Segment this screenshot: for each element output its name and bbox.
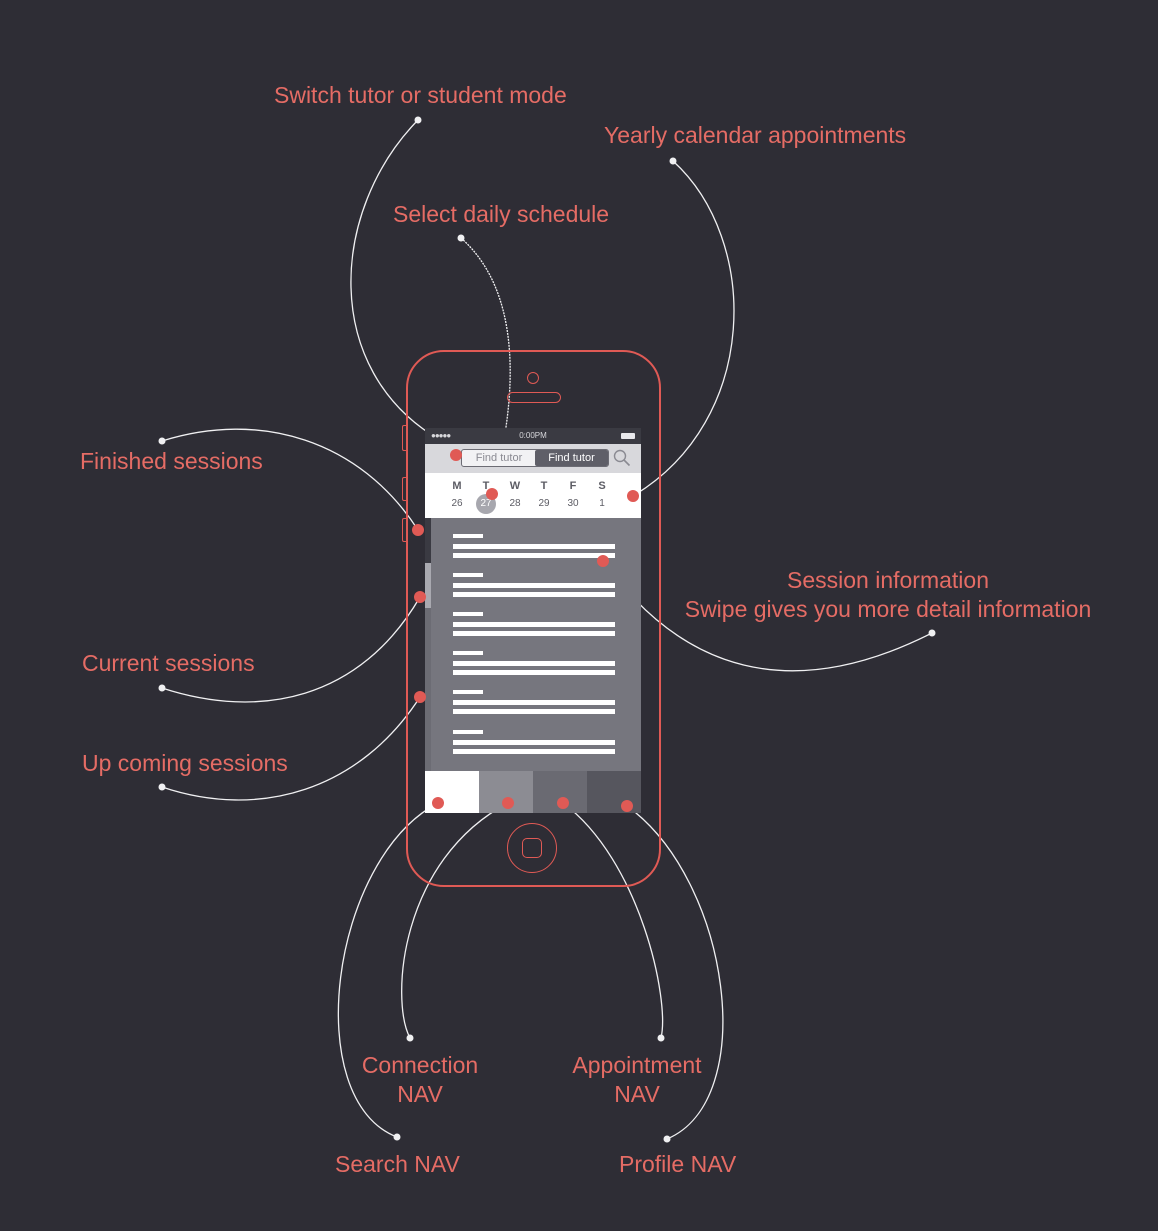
hotspot-daily-schedule: [486, 488, 498, 500]
status-bar: ●●●●● 0:00PM: [425, 428, 641, 444]
label-search-nav: Search NAV: [335, 1151, 460, 1177]
endpoint-session-info: [928, 629, 936, 637]
battery-icon: [621, 433, 635, 439]
home-button[interactable]: [507, 823, 557, 873]
label-connection-nav-line2: NAV: [397, 1081, 443, 1107]
day-date: 28: [509, 498, 521, 509]
connector-profile-nav: [626, 805, 724, 1140]
endpoint-finished: [158, 437, 166, 445]
session-card[interactable]: [453, 612, 615, 642]
connector-upcoming: [161, 696, 421, 801]
hotspot-upcoming: [414, 691, 426, 703]
session-card[interactable]: [453, 573, 615, 603]
hotspot-switch-mode: [450, 449, 462, 461]
label-connection-nav-line1: Connection: [361, 1052, 479, 1078]
label-appointment-nav: Appointment NAV: [572, 1051, 701, 1109]
endpoint-upcoming: [158, 783, 166, 791]
label-upcoming-sessions: Up coming sessions: [82, 750, 288, 776]
day-letter: M: [452, 480, 462, 492]
connector-connection-nav: [401, 802, 509, 1039]
finished-sessions-strip[interactable]: [425, 518, 431, 563]
day-date: 26: [451, 498, 463, 509]
camera-icon: [527, 372, 539, 384]
connector-search-nav: [337, 802, 439, 1138]
session-card[interactable]: [453, 730, 615, 760]
day-letter: T: [540, 480, 548, 492]
volume-down-button: [402, 518, 407, 542]
status-time: 0:00PM: [519, 431, 547, 440]
connector-daily-schedule: [460, 237, 511, 495]
connector-switch-mode: [350, 119, 457, 456]
hotspot-current: [414, 591, 426, 603]
connector-current: [161, 596, 421, 703]
hotspot-profile-nav: [621, 800, 633, 812]
endpoint-profile-nav: [663, 1135, 671, 1143]
day-date: 1: [599, 498, 605, 509]
connector-appointment-nav: [562, 802, 664, 1039]
mode-option-active[interactable]: Find tutor: [535, 450, 608, 466]
day-letter: F: [569, 480, 577, 492]
endpoint-connection-nav: [406, 1034, 414, 1042]
label-yearly-calendar: Yearly calendar appointments: [604, 122, 907, 148]
volume-up-button: [402, 477, 407, 501]
hotspot-finished: [412, 524, 424, 536]
label-appointment-nav-line2: NAV: [614, 1081, 660, 1107]
app-screen: ●●●●● 0:00PM Find tutor Find tutor M 26 …: [425, 428, 641, 813]
label-current-sessions: Current sessions: [82, 650, 255, 676]
session-card[interactable]: [453, 534, 615, 564]
day-date: 30: [567, 498, 579, 509]
label-finished-sessions: Finished sessions: [80, 448, 263, 474]
label-daily-schedule: Select daily schedule: [393, 201, 610, 227]
mode-toggle[interactable]: Find tutor Find tutor: [461, 449, 609, 467]
endpoint-yearly-calendar: [669, 157, 677, 165]
endpoint-switch-mode: [414, 116, 422, 124]
day-letter: S: [598, 480, 606, 492]
search-icon[interactable]: [613, 449, 631, 467]
mute-switch: [402, 425, 407, 451]
week-calendar: M 26 T 27 W 28 T 29 F 30 S 1: [425, 473, 641, 518]
label-profile-nav: Profile NAV: [619, 1151, 737, 1177]
day-letter: W: [509, 480, 521, 492]
app-header: Find tutor Find tutor: [425, 444, 641, 473]
hotspot-yearly-calendar: [627, 490, 639, 502]
day-letter: T: [482, 480, 490, 492]
signal-icon: ●●●●●: [431, 431, 451, 440]
session-card[interactable]: [453, 651, 615, 681]
home-square-icon: [522, 838, 542, 858]
upcoming-sessions-strip[interactable]: [425, 608, 431, 771]
label-session-info: Session information Swipe gives you more…: [685, 566, 1092, 624]
endpoint-current: [158, 684, 166, 692]
label-connection-nav: Connection NAV: [362, 1051, 478, 1109]
phone-frame: [406, 350, 661, 887]
endpoint-daily-schedule: [457, 234, 465, 242]
mode-option-inactive[interactable]: Find tutor: [475, 452, 523, 464]
hotspot-appointment-nav: [557, 797, 569, 809]
label-switch-mode: Switch tutor or student mode: [274, 82, 567, 108]
hotspot-search-nav: [432, 797, 444, 809]
connector-finished: [161, 428, 419, 531]
current-sessions-strip[interactable]: [425, 563, 431, 608]
session-card[interactable]: [453, 690, 615, 720]
connector-yearly-calendar: [632, 160, 735, 497]
endpoint-search-nav: [393, 1133, 401, 1141]
endpoint-appointment-nav: [657, 1034, 665, 1042]
speaker-grille: [507, 392, 561, 403]
label-session-info-line2: Swipe gives you more detail information: [684, 596, 1092, 622]
hotspot-connection-nav: [502, 797, 514, 809]
label-session-info-line1: Session information: [786, 567, 989, 593]
label-appointment-nav-line1: Appointment: [572, 1052, 702, 1078]
day-date: 29: [538, 498, 550, 509]
hotspot-session-info: [597, 555, 609, 567]
